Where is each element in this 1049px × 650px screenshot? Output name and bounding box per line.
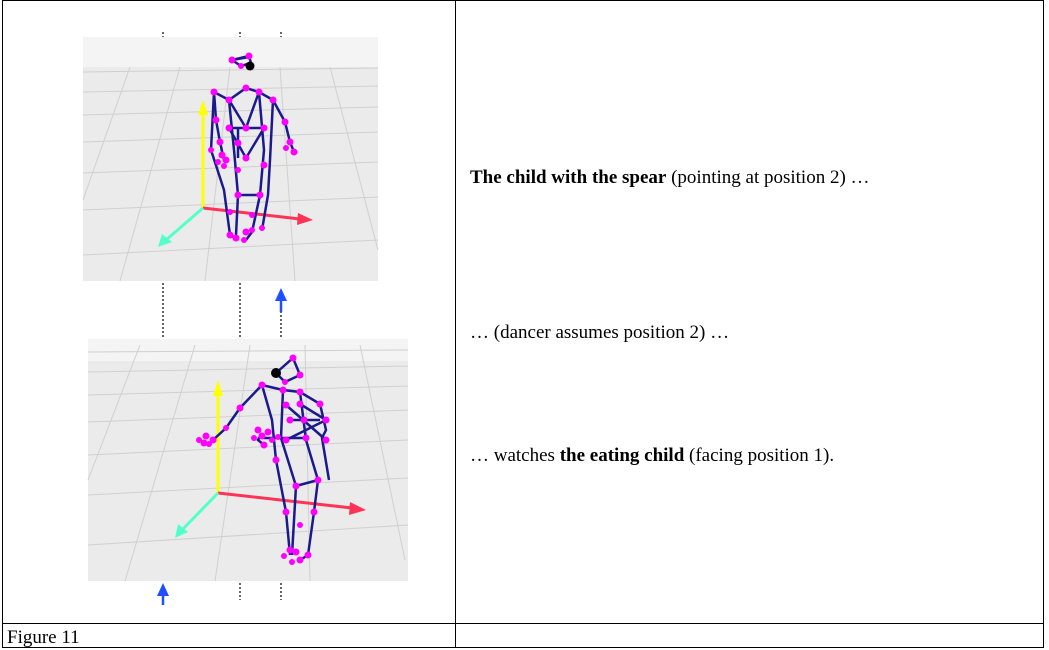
table-border-divider bbox=[455, 0, 456, 648]
table-border-bottom bbox=[2, 647, 1044, 648]
caption-line-2: … (dancer assumes position 2) … bbox=[470, 321, 729, 345]
figure-caption: Figure 11 bbox=[7, 627, 80, 648]
caption-line-1-rest: (pointing at position 2) … bbox=[666, 167, 870, 188]
caption-line-1-bold: The child with the spear bbox=[470, 167, 667, 188]
caption-line-2-rest: … (dancer assumes position 2) … bbox=[470, 322, 730, 343]
caption-line-3-pre: … watches bbox=[470, 445, 560, 466]
position-arrow-bottom bbox=[157, 583, 169, 605]
caption-line-1: The child with the spear (pointing at po… bbox=[470, 166, 870, 190]
position-guide-lines-bottom bbox=[239, 583, 282, 600]
position-guide-lines-middle bbox=[162, 283, 282, 338]
caption-line-3-bold: the eating child bbox=[559, 445, 685, 466]
position-arrow-top bbox=[275, 288, 287, 312]
table-border-middle bbox=[2, 623, 1044, 624]
skeleton-panel-top bbox=[82, 37, 379, 282]
table-border-top bbox=[2, 0, 1044, 1]
skeleton-panel-bottom bbox=[87, 339, 409, 582]
table-border-right bbox=[1043, 0, 1044, 648]
table-border-left bbox=[2, 0, 3, 648]
position-guide-lines-top bbox=[162, 32, 282, 37]
caption-line-3: … watches the eating child (facing posit… bbox=[470, 444, 834, 468]
caption-line-3-rest: (facing position 1). bbox=[684, 445, 835, 466]
